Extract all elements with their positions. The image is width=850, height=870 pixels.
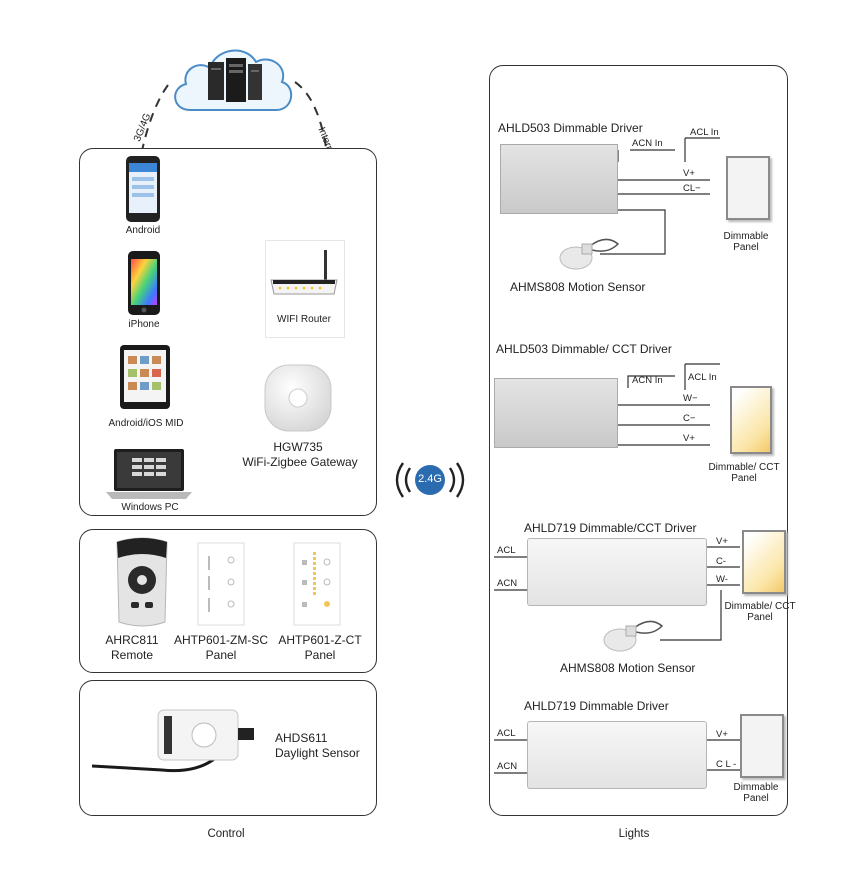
daylight-sensor-icon [92, 709, 254, 773]
s3-title: AHLD719 Dimmable/CCT Driver [524, 521, 697, 535]
s1-out-1: CL− [683, 183, 701, 194]
s2-out-0: W− [683, 393, 698, 404]
cloud-server-icon [174, 49, 292, 111]
s4-in-1: ACN [497, 761, 518, 772]
sensor-model-label: AHDS611 [275, 731, 328, 745]
gateway-icon [264, 364, 332, 432]
dim-panel-type-label: Panel [205, 648, 237, 662]
s4-panel-icon [740, 714, 784, 778]
s3-motion-sensor-icon [603, 620, 664, 652]
s2-driver-icon [494, 378, 618, 448]
s3-driver-icon [527, 538, 707, 606]
s1-panel-label-1: Dimmable [723, 231, 769, 242]
s4-panel-label-1: Dimmable [733, 782, 779, 793]
s1-acl-label: ACL In [690, 127, 719, 138]
s3-panel-icon [742, 530, 786, 594]
router-icon [270, 250, 338, 295]
control-title: Control [207, 828, 245, 840]
cct-panel-icon [293, 542, 341, 626]
tablet-icon [120, 345, 170, 409]
android-phone-icon [126, 156, 160, 222]
s3-in-1: ACN [497, 578, 518, 589]
lights-title: Lights [618, 828, 650, 840]
s1-panel-icon [726, 156, 770, 220]
s2-out-1: C− [683, 413, 696, 424]
wireless-label: 2.4G [418, 473, 442, 485]
remote-model-label: AHRC811 [105, 633, 159, 647]
s3-out-1: C- [716, 556, 727, 567]
s1-sensor-label: AHMS808 Motion Sensor [510, 280, 646, 294]
router-label: WIFI Router [277, 314, 331, 325]
dim-panel-icon [197, 542, 245, 626]
s3-in-0: ACL [497, 545, 516, 556]
s4-title: AHLD719 Dimmable Driver [524, 699, 669, 713]
s3-sensor-label: AHMS808 Motion Sensor [560, 661, 696, 675]
s2-panel-label-2: Panel [731, 473, 757, 484]
s2-title: AHLD503 Dimmable/ CCT Driver [496, 342, 672, 356]
laptop-label: Windows PC [121, 502, 179, 513]
s3-panel-label-2: Panel [747, 612, 773, 623]
s2-acn-label: ACN In [632, 375, 663, 386]
tablet-label: Android/iOS MID [108, 418, 184, 429]
s1-driver-icon [500, 144, 618, 214]
wireless-icon [395, 462, 465, 498]
s4-driver-icon [527, 721, 707, 789]
iphone-icon [128, 251, 160, 315]
s3-out-0: V+ [716, 536, 728, 547]
s1-title: AHLD503 Dimmable Driver [498, 121, 643, 135]
dim-panel-model-label: AHTP601-ZM-SC [173, 633, 268, 647]
cct-panel-type-label: Panel [304, 648, 336, 662]
remote-type-label: Remote [110, 648, 154, 662]
s4-panel-label-2: Panel [743, 793, 769, 804]
gateway-model-label: HGW735 [273, 440, 323, 454]
gateway-name-label: WiFi-Zigbee Gateway [242, 455, 358, 469]
s2-out-2: V+ [683, 433, 695, 444]
s1-out-0: V+ [683, 168, 695, 179]
laptop-icon [106, 449, 192, 499]
cct-panel-model-label: AHTP601-Z-CT [278, 633, 362, 647]
s3-panel-label-1: Dimmable/ CCT [724, 601, 796, 612]
s2-panel-icon [730, 386, 772, 454]
s2-panel-label-1: Dimmable/ CCT [708, 462, 780, 473]
s1-acn-label: ACN In [632, 138, 663, 149]
remote-icon [116, 537, 168, 627]
s4-out-0: V+ [716, 729, 728, 740]
iphone-label: iPhone [128, 319, 160, 330]
sensor-type-label: Daylight Sensor [275, 746, 360, 760]
s2-acl-label: ACL In [688, 372, 717, 383]
s4-out-1: C L - [716, 759, 737, 770]
s1-panel-label-2: Panel [733, 242, 759, 253]
android-label: Android [125, 225, 161, 236]
s3-out-2: W- [716, 574, 728, 585]
s1-motion-sensor-icon [559, 238, 620, 270]
s4-in-0: ACL [497, 728, 516, 739]
